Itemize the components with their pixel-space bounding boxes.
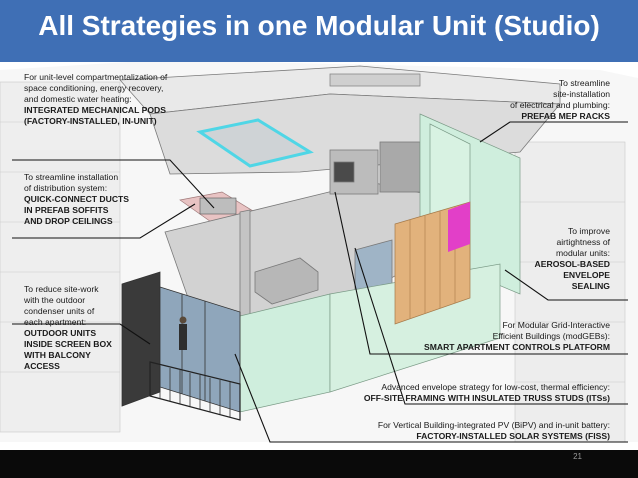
callout-heading: INSIDE SCREEN BOX <box>24 339 112 349</box>
balcony <box>121 271 241 421</box>
callout-text: Advanced envelope strategy for low-cost,… <box>381 382 610 392</box>
title-bar: All Strategies in one Modular Unit (Stud… <box>0 0 638 62</box>
callout-heading: QUICK-CONNECT DUCTS <box>24 194 130 204</box>
callout-heading: SMART APARTMENT CONTROLS PLATFORM <box>423 342 610 352</box>
callout-heading: ENVELOPE <box>563 270 610 280</box>
callout-heading: ACCESS <box>24 361 60 371</box>
footer-bar: 21 <box>0 450 638 478</box>
callout-heading: WITH BALCONY <box>24 350 91 360</box>
leader-lines <box>12 121 628 443</box>
wood-framing <box>394 201 471 325</box>
callout-text: site-installation <box>553 89 610 99</box>
callout-heading: SEALING <box>571 281 610 291</box>
callout-text: space conditioning, energy recovery, <box>24 83 164 93</box>
callout-text: To streamline <box>558 78 610 88</box>
callout-heading: AND DROP CEILINGS <box>24 216 113 226</box>
callout-outdoor-units: To reduce site-work with the outdoor con… <box>24 284 112 372</box>
callout-heading: AEROSOL-BASED <box>534 259 610 269</box>
callout-factory-installed-solar: For Vertical Building-integrated PV (BiP… <box>378 420 610 442</box>
callout-text: with the outdoor <box>24 295 86 305</box>
callout-text: For unit-level compartmentalization of <box>24 72 168 82</box>
callout-text: For Vertical Building-integrated PV (BiP… <box>377 420 610 430</box>
callout-off-site-framing: Advanced envelope strategy for low-cost,… <box>364 382 610 404</box>
callout-text: modular units: <box>556 248 610 258</box>
callout-text: of electrical and plumbing: <box>510 100 610 110</box>
callout-text: For Modular Grid-Interactive <box>502 320 610 330</box>
callout-heading: INTEGRATED MECHANICAL PODS <box>24 105 166 115</box>
callout-integrated-mechanical-pods: For unit-level compartmentalization of s… <box>24 72 167 127</box>
callout-aerosol-envelope-sealing: To improve airtightness of modular units… <box>535 226 610 292</box>
callout-heading: OFF-SITE FRAMING WITH INSULATED TRUSS ST… <box>363 393 610 403</box>
callout-heading: FACTORY-INSTALLED SOLAR SYSTEMS (FISS) <box>416 431 610 441</box>
callout-prefab-mep-racks: To streamline site-installation of elect… <box>510 78 610 122</box>
callout-text: To streamline installation <box>24 172 119 182</box>
modular-unit-illustration <box>0 62 638 443</box>
callout-heading: PREFAB MEP RACKS <box>521 111 610 121</box>
slide-title: All Strategies in one Modular Unit (Stud… <box>38 10 600 41</box>
callout-text: of distribution system: <box>24 183 108 193</box>
callout-heading: IN PREFAB SOFFITS <box>24 205 109 215</box>
callout-text: To reduce site-work <box>24 284 99 294</box>
callout-text: airtightness of <box>556 237 610 247</box>
page-number: 21 <box>573 452 582 461</box>
callout-text: condenser units of <box>24 306 95 316</box>
callout-quick-connect-ducts: To streamline installation of distributi… <box>24 172 129 227</box>
callout-text: and domestic water heating: <box>24 94 132 104</box>
callout-heading: (FACTORY-INSTALLED, IN-UNIT) <box>24 116 157 126</box>
callout-text: To improve <box>567 226 610 236</box>
callout-text: Efficient Buildings (modGEBs): <box>492 331 610 341</box>
callout-heading: OUTDOOR UNITS <box>24 328 97 338</box>
callout-text: each apartment: <box>24 317 87 327</box>
callout-smart-apartment-controls: For Modular Grid-Interactive Efficient B… <box>424 320 610 353</box>
